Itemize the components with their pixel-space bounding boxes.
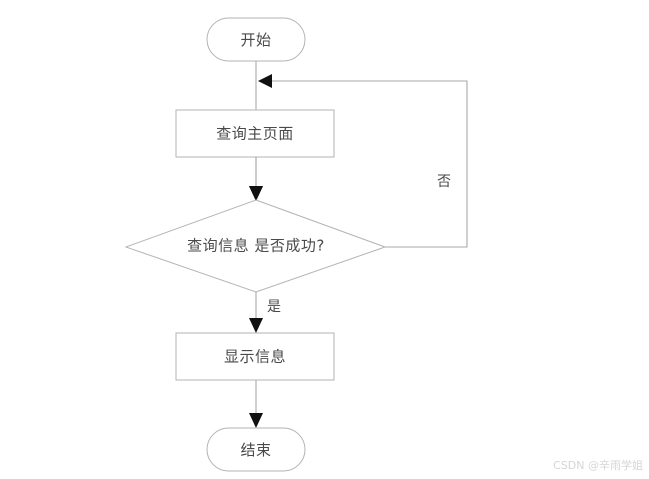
edge-line-no-loop — [272, 80, 468, 248]
arrowhead-no-loop — [258, 74, 272, 88]
node-query-main-page[interactable]: 查询主页面 — [175, 109, 335, 158]
node-query-shape[interactable] — [175, 109, 335, 158]
edge-query-to-decision — [249, 157, 263, 201]
arrowhead-into-display — [249, 318, 263, 333]
edge-label-yes: 是 — [267, 299, 281, 315]
node-decision-query-success[interactable]: 查询信息 是否成功? — [124, 199, 387, 293]
node-start[interactable]: 开始 — [206, 17, 306, 62]
node-start-shape[interactable] — [206, 17, 306, 62]
watermark: CSDN @辛雨学姐 — [553, 459, 643, 472]
node-display-info[interactable]: 显示信息 — [175, 332, 335, 381]
edge-decision-to-display-yes — [249, 292, 263, 333]
edge-label-no: 否 — [437, 174, 451, 190]
node-end-shape[interactable] — [206, 427, 306, 472]
arrowhead-into-end — [249, 413, 263, 428]
arrowhead-into-decision — [249, 186, 263, 201]
node-decision-shape[interactable] — [124, 199, 387, 293]
node-query-label: 查询主页面 — [216, 125, 294, 143]
node-decision-label: 查询信息 是否成功? — [187, 237, 325, 255]
node-display-label: 显示信息 — [224, 348, 286, 366]
node-end[interactable]: 结束 — [206, 427, 306, 472]
node-end-label: 结束 — [240, 441, 271, 459]
edge-decision-to-query-no — [258, 74, 468, 248]
node-display-shape[interactable] — [175, 332, 335, 381]
node-start-label: 开始 — [240, 31, 271, 49]
edge-display-to-end — [249, 380, 263, 428]
